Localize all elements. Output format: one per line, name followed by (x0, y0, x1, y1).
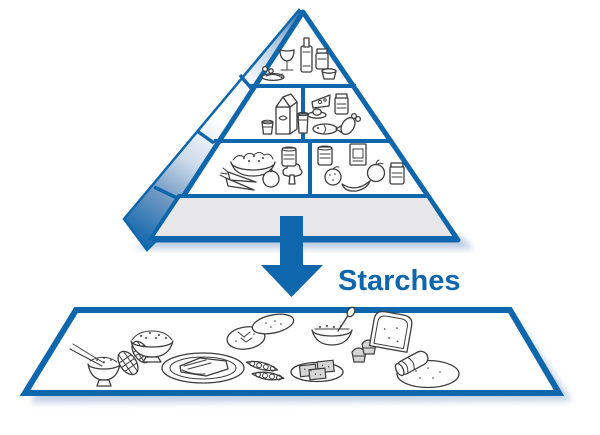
peanut-butter-jar-icon (334, 93, 349, 115)
section-vegetables (219, 146, 303, 191)
grain-bowl-icon (130, 330, 174, 363)
oil-bottle-icon (300, 37, 313, 73)
orange-icon (324, 166, 342, 186)
vegetable-can-icon (281, 146, 297, 167)
starches-band (147, 194, 460, 240)
section-dairy (261, 93, 309, 135)
milk-carton-icon (275, 93, 298, 135)
carrots-icon (219, 167, 257, 191)
cereal-bowl-icon (311, 306, 356, 346)
casserole-plate-icon (161, 352, 245, 384)
broccoli-icon (282, 163, 303, 185)
tub-icon (321, 68, 337, 80)
jar-icon (315, 48, 329, 70)
sweet-potato-icon (251, 313, 295, 335)
section-fruits (317, 143, 405, 192)
salad-bowl-icon (230, 152, 276, 177)
down-arrow (261, 216, 323, 297)
juice-box-icon (349, 143, 367, 166)
apple-icon (366, 159, 386, 183)
fruit-can-icon (317, 145, 333, 166)
bread-slice-icon (368, 310, 413, 353)
section-protein (307, 93, 362, 135)
sardine-plate-icon (261, 65, 285, 82)
egg-plate-icon (307, 108, 327, 119)
tomato-icon (262, 168, 280, 188)
jam-jar-icon (389, 162, 405, 185)
pea-pods-icon (245, 360, 285, 381)
crackers-plate-icon (290, 359, 344, 383)
starches-label: Starches (338, 265, 461, 297)
drinking-glass-icon (297, 111, 309, 134)
drumstick-icon (340, 112, 362, 135)
section-fats-oils-sweets (261, 37, 337, 82)
wine-glass-icon (279, 49, 295, 71)
yogurt-cup-icon (261, 119, 274, 135)
cheese-wedge-icon (311, 94, 331, 109)
starches-foods (69, 306, 460, 389)
tortilla-icon (394, 350, 460, 389)
